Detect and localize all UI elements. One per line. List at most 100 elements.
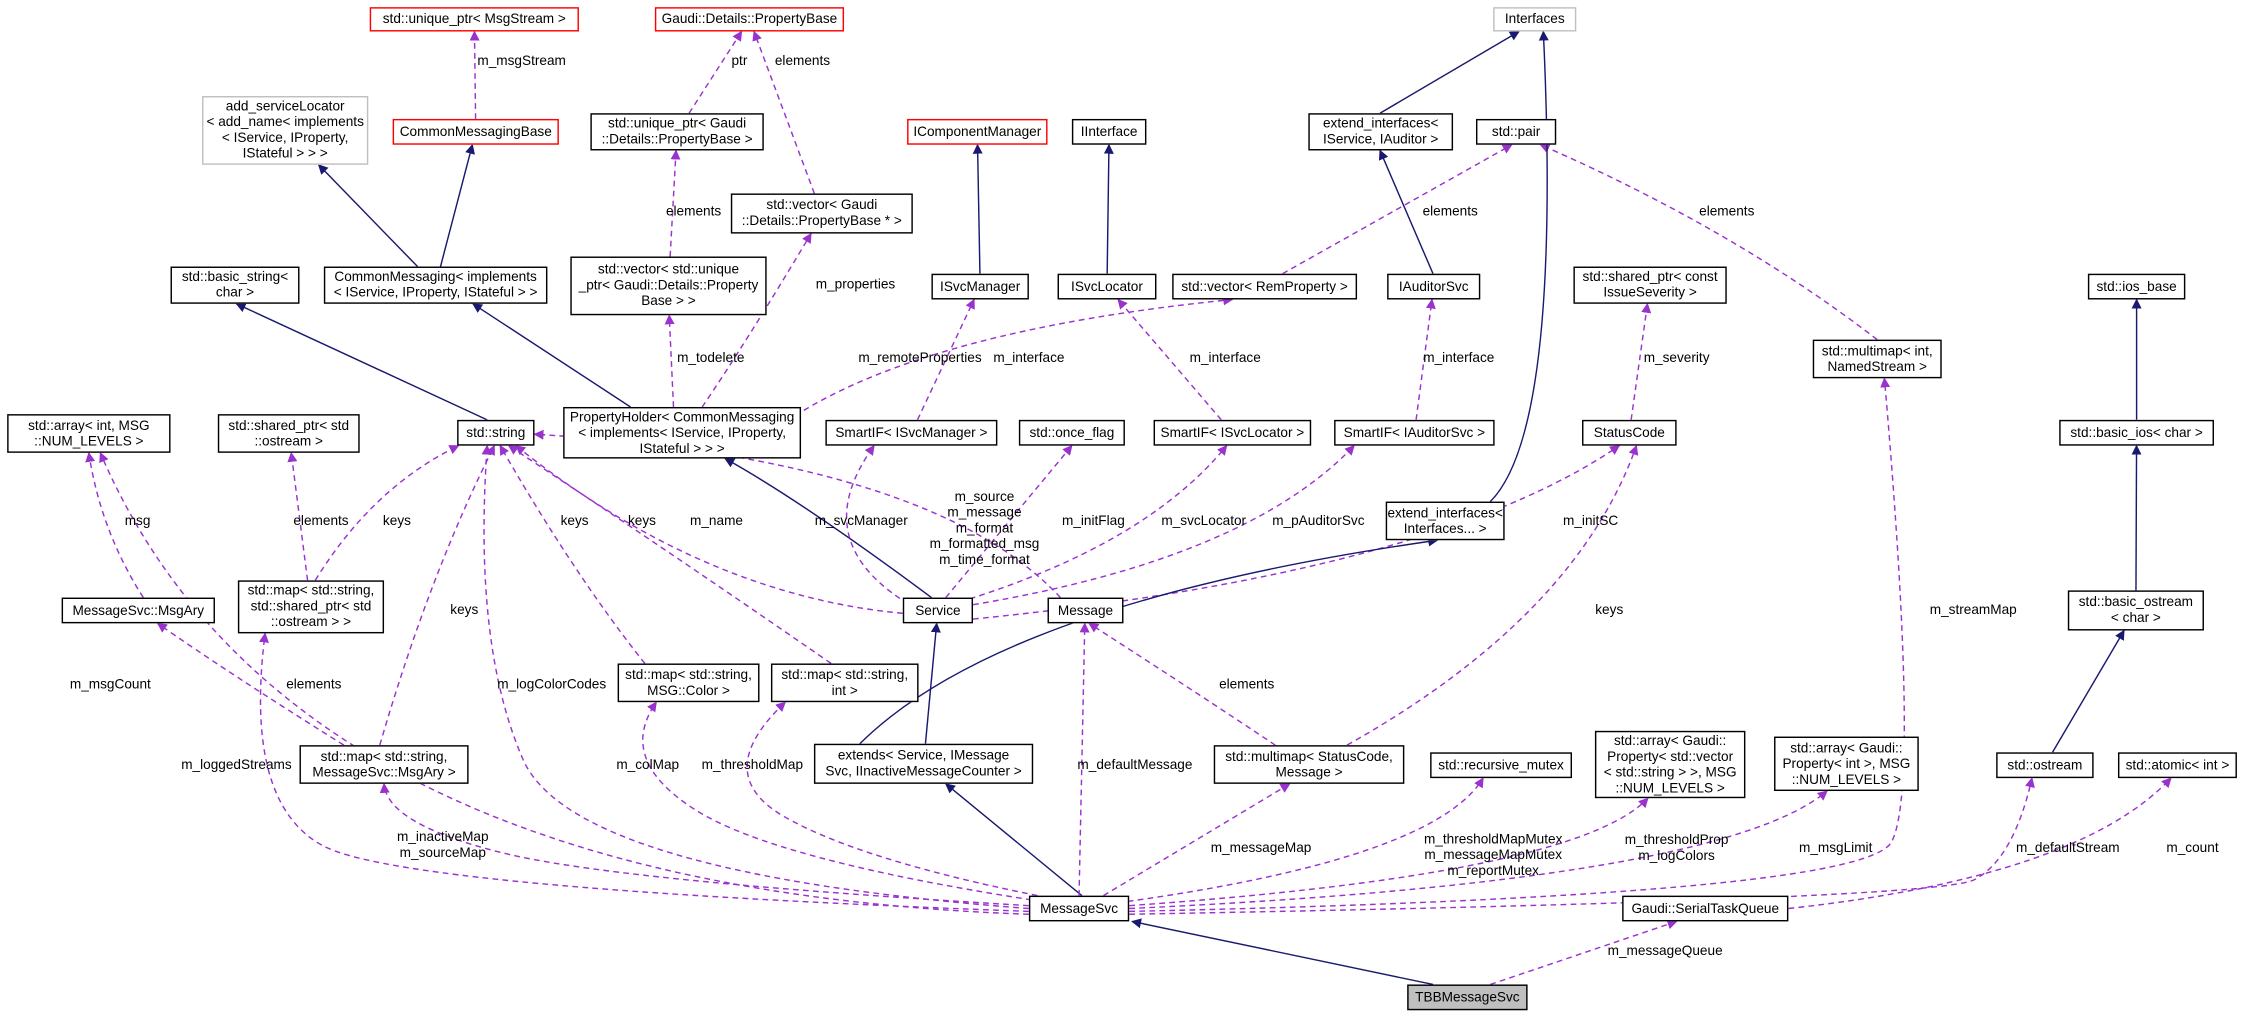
class-node-n28[interactable]: SmartIF< ISvcLocator > (1153, 419, 1312, 446)
class-node-n38[interactable]: std::map< std::string, MSG::Color > (617, 663, 760, 703)
class-node-n24[interactable]: std::string (457, 419, 535, 446)
inheritance-edge-n24-n12 (235, 303, 488, 421)
inheritance-edge-n18-n9 (1378, 149, 1434, 274)
usage-edge-n35-n29 (972, 444, 1355, 606)
class-node-n16[interactable]: ISvcLocator (1057, 273, 1157, 300)
edge-label: keys (382, 513, 411, 530)
usage-edge-n33-n24 (314, 445, 460, 581)
class-node-n12[interactable]: std::basic_string< char > (170, 266, 300, 304)
class-node-n21[interactable]: std::multimap< int, NamedStream > (1812, 339, 1942, 379)
usage-edge-n25-n14 (664, 314, 675, 408)
edge-label: m_initSC (1563, 513, 1619, 530)
edge-label: m_interface (993, 350, 1065, 367)
usage-edge-n48-n44 (1129, 797, 1649, 907)
edge-label: keys (627, 513, 656, 530)
class-node-n31[interactable]: std::basic_ios< char > (2059, 419, 2214, 446)
class-node-n33[interactable]: std::map< std::string, std::shared_ptr< … (237, 580, 385, 634)
edge-label: m_pAuditorSvc (1272, 513, 1365, 530)
edge-label: m_count (2166, 840, 2219, 857)
class-node-n49[interactable]: Gaudi::SerialTaskQueue (1622, 895, 1789, 922)
edge-label: m_msgLimit (1798, 840, 1873, 857)
class-node-n46[interactable]: std::ostream (1996, 752, 2094, 779)
class-node-n20[interactable]: std::ios_base (2087, 273, 2186, 300)
edge-label: keys (560, 513, 589, 530)
class-node-n25[interactable]: PropertyHolder< CommonMessaging < implem… (563, 406, 802, 459)
class-node-n5[interactable]: CommonMessagingBase (392, 118, 559, 145)
class-node-n45[interactable]: std::array< Gaudi:: Property< int >, MSG… (1774, 736, 1919, 792)
edge-label: msg (124, 513, 151, 530)
class-node-n40[interactable]: std::map< std::string, MessageSvc::MsgAr… (299, 745, 469, 784)
edge-label: elements (286, 677, 342, 693)
class-node-n32[interactable]: extend_interfaces< Interfaces... > (1385, 501, 1505, 541)
class-node-n8[interactable]: IInterface (1071, 118, 1147, 145)
class-node-n6[interactable]: std::unique_ptr< Gaudi ::Details::Proper… (590, 113, 764, 151)
edge-label: m_initFlag (1061, 513, 1125, 530)
edge-label: m_properties (815, 277, 896, 294)
edge-label: m_name (690, 513, 743, 530)
class-node-n11[interactable]: std::vector< Gaudi ::Details::PropertyBa… (730, 193, 913, 234)
edge-label: keys (450, 602, 479, 619)
class-node-n35[interactable]: Service (902, 597, 974, 624)
class-node-n41[interactable]: extends< Service, IMessage Svc, IInactiv… (813, 743, 1034, 784)
class-node-n10[interactable]: std::pair (1475, 118, 1557, 145)
edge-label: m_thresholdProp m_logColors (1624, 832, 1729, 865)
usage-edge-n48-n24 (481, 444, 1029, 910)
inheritance-edge-n9-n3 (1379, 30, 1520, 114)
class-node-n9[interactable]: extend_interfaces< IService, IAuditor > (1308, 113, 1454, 151)
edge-label: elements (774, 53, 831, 70)
edge-label: m_svcManager (814, 513, 908, 530)
usage-edge-n25-n17 (794, 295, 1234, 417)
inheritance-edge-n13-n4 (317, 164, 419, 268)
usage-edge-n40-n24 (379, 444, 496, 746)
inheritance-edge-n41-n32 (859, 536, 1439, 745)
class-node-n39[interactable]: std::map< std::string, int > (770, 663, 919, 703)
usage-edge-n35-n27 (945, 444, 1073, 599)
usage-edge-n33-n23 (287, 451, 309, 581)
class-node-n14[interactable]: std::vector< std::unique _ptr< Gaudi::De… (570, 256, 767, 316)
edge-label: m_loggedStreams (181, 757, 292, 774)
inheritance-edge-n48-n41 (945, 783, 1083, 897)
class-node-n15[interactable]: ISvcManager (931, 273, 1029, 300)
usage-edge-n48-n38 (642, 701, 1032, 901)
inheritance-edge-n37-n31 (2131, 444, 2142, 591)
class-node-n37[interactable]: std::basic_ostream < char > (2067, 590, 2204, 631)
edge-label: keys (1595, 602, 1624, 619)
class-node-n42[interactable]: std::multimap< StatusCode, Message > (1213, 745, 1405, 784)
class-node-n36[interactable]: Message (1047, 597, 1124, 624)
class-node-n3[interactable]: Interfaces (1493, 7, 1577, 32)
class-node-n4[interactable]: add_serviceLocator < add_name< implement… (202, 96, 369, 165)
class-node-n48[interactable]: MessageSvc (1028, 895, 1130, 922)
class-node-n7[interactable]: IComponentManager (907, 118, 1048, 145)
usage-edge-n25-n11 (701, 232, 812, 408)
class-node-n27[interactable]: std::once_flag (1018, 419, 1125, 446)
class-node-n50[interactable]: TBBMessageSvc (1407, 984, 1528, 1011)
edge-label: m_thresholdMapMutex m_messageMapMutex m_… (1423, 831, 1563, 880)
usage-edge-n6-n2 (688, 30, 743, 114)
edge-label: elements (293, 513, 349, 530)
class-node-n18[interactable]: IAuditorSvc (1387, 273, 1481, 300)
class-node-n26[interactable]: SmartIF< ISvcManager > (825, 419, 998, 446)
edge-label: m_colMap (616, 757, 680, 774)
inheritance-edge-n15-n7 (972, 143, 983, 274)
usage-edge-n38-n24 (499, 444, 646, 664)
class-node-n34[interactable]: MessageSvc::MsgAry (61, 597, 215, 624)
class-node-n22[interactable]: std::array< int, MSG ::NUM_LEVELS > (7, 414, 171, 453)
class-node-n44[interactable]: std::array< Gaudi:: Property< std::vecto… (1594, 730, 1746, 799)
usage-edge-n48-n40 (379, 782, 1029, 907)
class-node-n29[interactable]: SmartIF< IAuditorSvc > (1334, 419, 1495, 446)
class-node-n23[interactable]: std::shared_ptr< std ::ostream > (217, 414, 360, 453)
class-node-n13[interactable]: CommonMessaging< implements < IService, … (323, 266, 548, 304)
edge-label: m_inactiveMap m_sourceMap (397, 829, 489, 862)
class-node-n19[interactable]: std::shared_ptr< const IssueSeverity > (1573, 266, 1727, 304)
usage-edge-n48-n45 (1129, 790, 1828, 910)
class-node-n30[interactable]: StatusCode (1582, 419, 1677, 446)
edge-label: m_defaultStream (2015, 840, 2120, 857)
class-node-n43[interactable]: std::recursive_mutex (1430, 752, 1573, 779)
usage-edge-n26-n15 (916, 298, 975, 421)
class-node-n1[interactable]: std::unique_ptr< MsgStream > (369, 7, 579, 32)
class-node-n47[interactable]: std::atomic< int > (2117, 752, 2237, 779)
class-node-n17[interactable]: std::vector< RemProperty > (1172, 273, 1358, 300)
class-node-n2[interactable]: Gaudi::Details::PropertyBase (654, 7, 845, 32)
